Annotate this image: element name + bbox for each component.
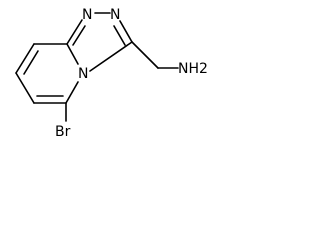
bond-n2-c3 [119, 20, 133, 43]
bond-c5-n4 [65, 81, 79, 104]
atom-label-n4: N [78, 66, 88, 82]
bond-n4-c8a [66, 43, 79, 65]
atom-label-n1: N [82, 7, 92, 23]
bond-c8-c7 [15, 43, 35, 74]
bond-c8-c7-inner [23, 50, 39, 75]
bond-c8a-n1 [66, 19, 83, 45]
bond-c3-n4 [89, 41, 133, 72]
molecule-structure: N N N NH2 Br [15, 7, 208, 140]
atom-label-amine: NH2 [178, 61, 208, 77]
bond-n2-c3-inner [113, 25, 126, 46]
bond-c8a-n1-inner [72, 25, 86, 46]
atom-label-bromine: Br [55, 124, 71, 140]
bond-c7-c6 [15, 72, 35, 104]
bond-c3-ch2 [131, 41, 159, 69]
atom-label-n2: N [110, 7, 120, 23]
bonds [15, 12, 179, 122]
